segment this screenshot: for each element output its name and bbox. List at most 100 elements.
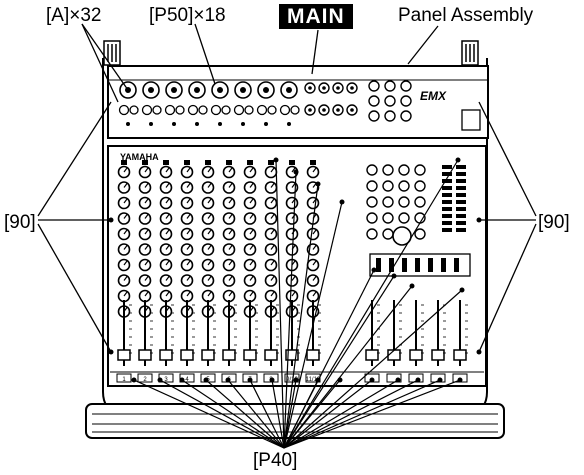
p40-leader (275, 159, 285, 449)
knob-pointer (291, 291, 296, 297)
master-knob (382, 196, 394, 208)
knob-pointer (144, 276, 149, 281)
knob-pointer (123, 183, 128, 188)
knob-pointer (312, 291, 317, 297)
knob-pointer (123, 260, 128, 266)
channel-number-box (408, 373, 424, 383)
knob-pointer (144, 198, 149, 204)
knob-pointer (207, 291, 212, 297)
p40-leader (249, 379, 285, 449)
callout-a-connectors: [A]×32 (46, 5, 102, 26)
knob-pointer (270, 214, 275, 219)
led-meter-segment (456, 186, 466, 190)
knob-pointer (270, 167, 275, 173)
xlr-connector-pins (240, 87, 246, 93)
knob-pointer (123, 245, 128, 250)
knob-pointer (228, 245, 233, 250)
fader-cap (409, 349, 423, 361)
p40-dot (457, 377, 463, 383)
knob-pointer (207, 276, 212, 281)
led-meter-segment (456, 228, 466, 232)
p40-dot (459, 287, 465, 293)
p40-leader (283, 285, 413, 449)
knob-pointer (249, 291, 254, 297)
fader-cap (306, 349, 320, 361)
p40-dot (203, 377, 209, 383)
p40-dot (225, 377, 231, 383)
master-knob (366, 164, 378, 176)
knob-pointer (186, 183, 191, 188)
channel-number: 4 (185, 377, 189, 383)
fader-cap (201, 349, 215, 361)
rca-connector-block (304, 80, 481, 131)
knob-pointer (249, 183, 254, 188)
fader-cap (159, 349, 173, 361)
fader-cap (285, 349, 299, 361)
fader-cap (387, 349, 401, 361)
knob-pointer (144, 183, 149, 188)
output-jack (368, 80, 380, 92)
xlr-connector-pins (171, 87, 177, 93)
knob-pointer (207, 260, 212, 266)
knob-pointer (312, 183, 317, 188)
screw-hole (241, 122, 245, 126)
jack-row (118, 104, 300, 126)
p40-leader (205, 379, 285, 449)
knob-pointer (165, 167, 170, 173)
jack-socket (279, 104, 291, 116)
knob-pointer (123, 229, 128, 235)
callout-p40-knobs: [P40] (253, 450, 298, 471)
jack-socket (187, 104, 199, 116)
jack-socket (175, 105, 185, 115)
p40-leader (283, 379, 399, 449)
jack-socket (290, 105, 300, 115)
channel-number-box (116, 373, 132, 383)
knob-pointer (186, 214, 191, 219)
xlr-connector-pins (194, 87, 200, 93)
top-panel-assembly (107, 65, 489, 139)
master-knob (382, 180, 394, 192)
xlr-connector-pins (148, 87, 154, 93)
jack-socket (267, 105, 277, 115)
knob-pointer (144, 291, 149, 297)
p40-dot (415, 377, 421, 383)
master-knob (398, 212, 410, 224)
knob-pointer (144, 260, 149, 266)
master-knob (366, 196, 378, 208)
knob-pointer (165, 276, 170, 281)
p40-leader-lines (131, 157, 465, 449)
p40-leader (283, 183, 319, 449)
jack-socket (210, 104, 222, 116)
model-logo: EMX (420, 89, 447, 103)
knob-pointer (144, 245, 149, 250)
callout-screw-90-left: [90] (4, 212, 36, 233)
fader-cap (243, 349, 257, 361)
p40-dot (315, 181, 321, 187)
p40-leader (227, 379, 285, 449)
led-meter-segment (442, 179, 452, 183)
knob-pointer (228, 276, 233, 281)
screw-hole (195, 122, 199, 126)
rca-jack-center (322, 86, 326, 90)
p40-leader (283, 159, 459, 449)
fader-cap (453, 349, 467, 361)
knob-pointer (186, 291, 191, 297)
knob-pointer (270, 183, 275, 188)
p40-leader (159, 379, 285, 449)
graphic-eq-slider (415, 258, 420, 272)
p40-dot (131, 377, 137, 383)
fader-cap (180, 349, 194, 361)
jack-socket (164, 104, 176, 116)
knob-pointer (249, 229, 254, 235)
led-meter-segment (442, 221, 452, 225)
knob-pointer (123, 198, 128, 204)
led-meter-segment (456, 214, 466, 218)
knob-pointer (165, 183, 170, 188)
knob-pointer (291, 167, 296, 173)
master-knob (382, 164, 394, 176)
master-knob (414, 180, 426, 192)
led-meter-segment (456, 207, 466, 211)
knob-pointer (228, 260, 233, 266)
fader-cap (264, 349, 278, 361)
knob-pointer (228, 229, 233, 235)
